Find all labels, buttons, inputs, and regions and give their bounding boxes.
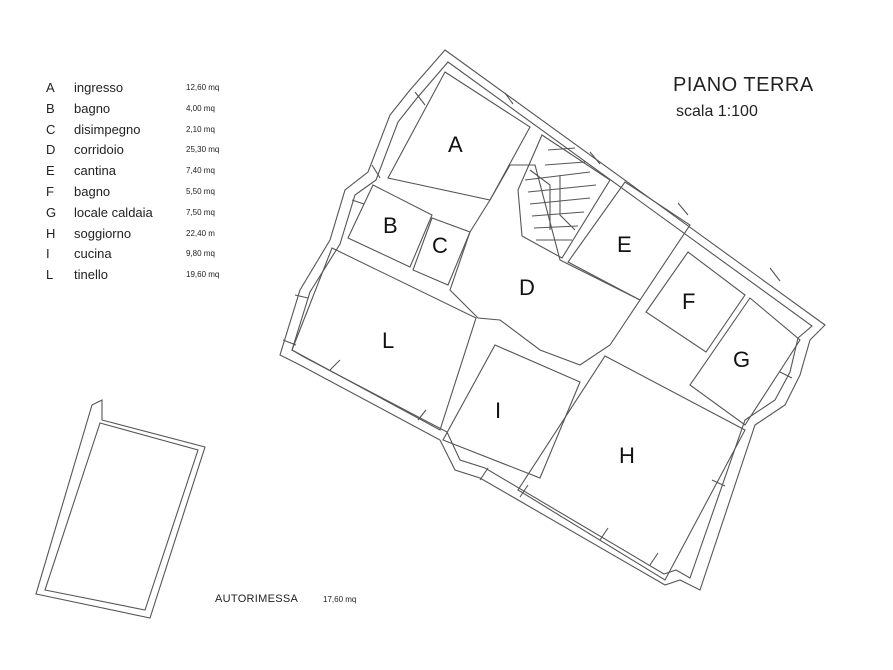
garage-outline — [35, 399, 206, 619]
legend-room-name: locale caldaia — [74, 204, 153, 220]
garage-inner — [44, 422, 199, 611]
legend-room-area: 25,30 mq — [186, 145, 220, 155]
room-label-a: A — [448, 132, 463, 157]
room-label-f: F — [682, 289, 695, 314]
room-label-c: C — [432, 233, 448, 258]
legend-room-name: bagno — [74, 183, 111, 199]
room-l-outline — [291, 247, 477, 431]
legend-row-e: E cantina 7,40 mq — [30, 161, 270, 182]
legend-row-c: C disimpegno 2,10 mq — [30, 120, 270, 141]
room-b-outline — [347, 184, 433, 268]
legend-room-name: soggiorno — [74, 225, 132, 241]
legend-room-name: disimpegno — [74, 121, 141, 137]
legend-letter: B — [46, 100, 55, 116]
plan-scale: scala 1:100 — [676, 103, 758, 120]
legend-row-d: D corridoio 25,30 mq — [30, 140, 270, 161]
outer-wall-outline — [279, 49, 826, 591]
room-e-outline — [567, 181, 691, 301]
legend-letter: D — [46, 142, 56, 158]
legend-room-area: 22,40 m — [186, 228, 215, 238]
legend-room-name: cucina — [74, 246, 112, 262]
outer-wall-inner — [291, 61, 813, 579]
room-label-i: I — [495, 398, 501, 423]
stair-outline — [517, 134, 611, 259]
legend-letter: E — [46, 163, 55, 179]
legend-letter: G — [46, 204, 57, 220]
legend-room-name: bagno — [74, 100, 111, 116]
wall-openings — [282, 91, 793, 566]
room-label-b: B — [383, 213, 398, 238]
legend-room-name: tinello — [74, 267, 108, 283]
legend-row-a: A ingresso 12,60 mq — [30, 78, 270, 99]
legend-room-name: cantina — [74, 163, 116, 179]
legend-row-g: G locale caldaia 7,50 mq — [30, 203, 270, 224]
legend-letter: A — [46, 80, 55, 95]
legend-row-h: H soggiorno 22,40 m — [30, 224, 270, 245]
legend-letter: C — [46, 121, 56, 137]
legend-row-i: I cucina 9,80 mq — [30, 244, 270, 265]
legend-room-area: 2,10 mq — [186, 124, 215, 134]
legend-letter: F — [46, 183, 54, 199]
room-label-g: G — [733, 347, 750, 372]
room-label-e: E — [617, 232, 632, 257]
room-f-outline — [645, 251, 746, 353]
legend-row-l: L tinello 19,60 mq — [30, 265, 270, 286]
room-d-outline — [449, 164, 641, 366]
room-legend: A ingresso 12,60 mq B bagno 4,00 mq C di… — [30, 78, 270, 286]
legend-letter: I — [46, 246, 50, 262]
legend-row-b: B bagno 4,00 mq — [30, 99, 270, 120]
room-h-outline — [517, 355, 746, 581]
room-c-outline — [412, 217, 471, 286]
room-label-l: L — [382, 328, 394, 353]
legend-room-area: 4,00 mq — [186, 103, 215, 113]
room-label-h: H — [619, 443, 635, 468]
legend-room-area: 7,40 mq — [186, 166, 215, 176]
legend-room-area: 7,50 mq — [186, 207, 215, 217]
plan-title: PIANO TERRA — [673, 74, 814, 96]
room-label-d: D — [519, 275, 535, 300]
legend-room-name: ingresso — [74, 80, 124, 95]
room-g-outline — [689, 297, 801, 426]
legend-room-area: 19,60 mq — [186, 270, 220, 280]
legend-room-area: 12,60 mq — [186, 83, 220, 92]
legend-row-f: F bagno 5,50 mq — [30, 182, 270, 203]
legend-room-name: corridoio — [74, 142, 124, 158]
garage-label: AUTORIMESSA — [215, 593, 299, 605]
legend-room-area: 5,50 mq — [186, 186, 215, 196]
legend-room-area: 9,80 mq — [186, 249, 215, 259]
legend-letter: L — [46, 267, 54, 283]
stair-treads — [524, 147, 597, 241]
legend-letter: H — [46, 225, 56, 241]
room-i-outline — [442, 344, 581, 479]
garage-area: 17,60 mq — [323, 595, 357, 604]
